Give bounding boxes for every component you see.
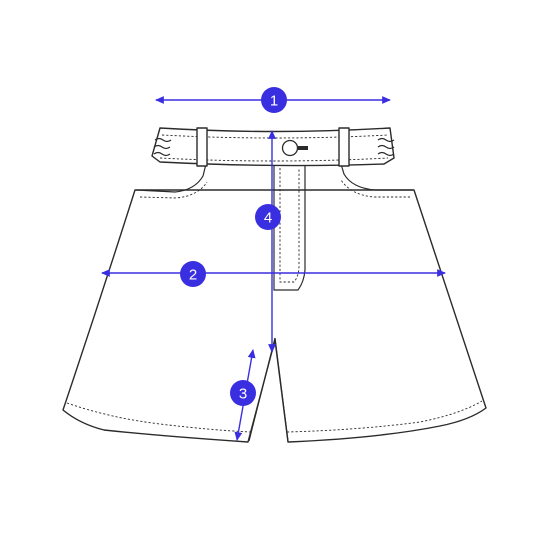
measure-1-number: 1: [270, 93, 278, 110]
left-elastic-gather: [153, 137, 172, 157]
measure-4-number: 4: [264, 210, 272, 227]
right-hem-seam: [286, 400, 483, 433]
measure-2-badge: 2: [180, 261, 206, 287]
crotch-right: [274, 337, 289, 442]
left-pocket: [135, 163, 207, 193]
right-pocket: [340, 163, 413, 191]
shorts-drawing: [62, 127, 487, 443]
measure-4-badge: 4: [255, 204, 281, 230]
waistband: [151, 127, 395, 167]
waistband-top-stitch: [161, 134, 389, 139]
measure-2-number: 2: [189, 267, 197, 284]
buttonhole: [298, 146, 308, 150]
measure-1-badge: 1: [261, 87, 287, 113]
button: [281, 139, 299, 157]
measure-3-number: 3: [239, 386, 247, 403]
measure-3-badge: 3: [230, 380, 256, 406]
right-elastic-gather: [377, 137, 395, 157]
belt-loop-right: [338, 127, 350, 167]
left-pocket-stitch: [139, 181, 208, 199]
belt-loop-left: [196, 127, 208, 167]
left-hem-seam: [66, 402, 251, 433]
